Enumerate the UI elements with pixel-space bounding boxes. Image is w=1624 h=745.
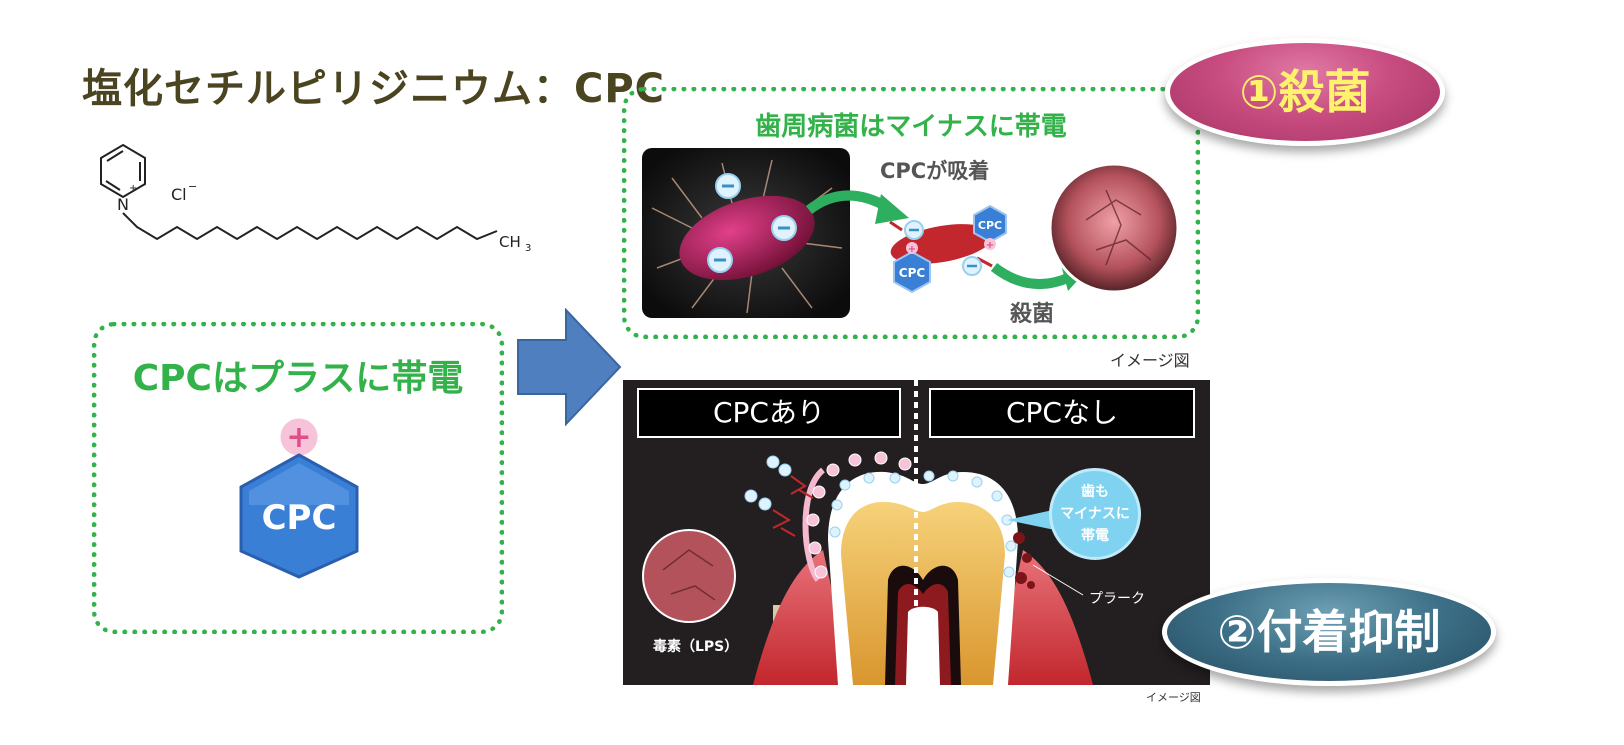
pyridinium-ring <box>100 143 146 199</box>
methyl-subscript: 3 <box>525 243 531 254</box>
plus-icon: + <box>286 420 311 455</box>
image-note: イメージ図 <box>1110 351 1190 370</box>
nitrogen-charge: + <box>129 183 137 194</box>
cpc-adsorption-label: CPCが吸着 <box>880 159 990 183</box>
chloride-charge: − <box>188 180 197 193</box>
killed-bacterium-image <box>1048 162 1180 294</box>
svg-text:+: + <box>986 240 994 251</box>
bacterium-image <box>642 148 850 318</box>
page-title: 塩化セチルピリジニウム：CPC <box>82 66 666 112</box>
image-note: イメージ図 <box>1146 691 1201 704</box>
bactericidal-panel: 歯周病菌はマイナスに帯電 <box>622 87 1200 339</box>
methyl-group: CH <box>499 233 521 251</box>
bacteria-charge-heading: 歯周病菌はマイナスに帯電 <box>755 112 1067 142</box>
adhesion-inhibition-panel: CPCあり CPCなし 歯も マイナスに 帯電 プラーク 毒素（LPS） <box>623 380 1210 685</box>
without-cpc-label: CPCなし <box>929 388 1195 438</box>
nitrogen-atom: N <box>117 195 129 214</box>
tooth-charge-bubble: 歯も マイナスに 帯電 <box>1049 468 1141 560</box>
svg-text:CPC: CPC <box>899 266 926 280</box>
cpc-charge-heading: CPCはプラスに帯電 <box>132 358 464 399</box>
chloride-ion: Cl <box>171 185 187 204</box>
cpc-charge-panel: CPCはプラスに帯電 + CPC <box>92 322 504 634</box>
alkyl-chain <box>122 212 498 241</box>
bacterium-cpc-adsorbed-icon: CPC CPC + + <box>889 204 1007 294</box>
cpc-molecule-icon: + CPC <box>239 415 359 579</box>
chemical-structure: N + Cl − CH 3 <box>100 143 531 254</box>
cpc-hex-label: CPC <box>262 498 337 538</box>
green-arrow-icon <box>805 190 909 224</box>
adhesion-inhibition-badge: ②付着抑制 <box>1162 578 1496 686</box>
with-cpc-label: CPCあり <box>637 388 901 438</box>
svg-text:CPC: CPC <box>978 219 1002 232</box>
bubble-line-1: 歯も <box>1081 484 1109 500</box>
right-arrow-icon <box>517 308 622 426</box>
bubble-line-2: マイナスに <box>1060 506 1130 522</box>
svg-text:+: + <box>908 244 916 255</box>
bactericidal-badge: ①殺菌 <box>1165 38 1445 146</box>
minus-icon <box>744 455 792 511</box>
bubble-line-3: 帯電 <box>1081 528 1109 544</box>
lps-label: 毒素（LPS） <box>653 639 739 655</box>
tooth-illustration <box>642 380 1093 685</box>
kill-label: 殺菌 <box>1010 302 1055 327</box>
hexagon-cpc-icon <box>893 250 931 294</box>
plus-icon <box>806 451 912 579</box>
plaque-label: プラーク <box>1089 591 1145 607</box>
